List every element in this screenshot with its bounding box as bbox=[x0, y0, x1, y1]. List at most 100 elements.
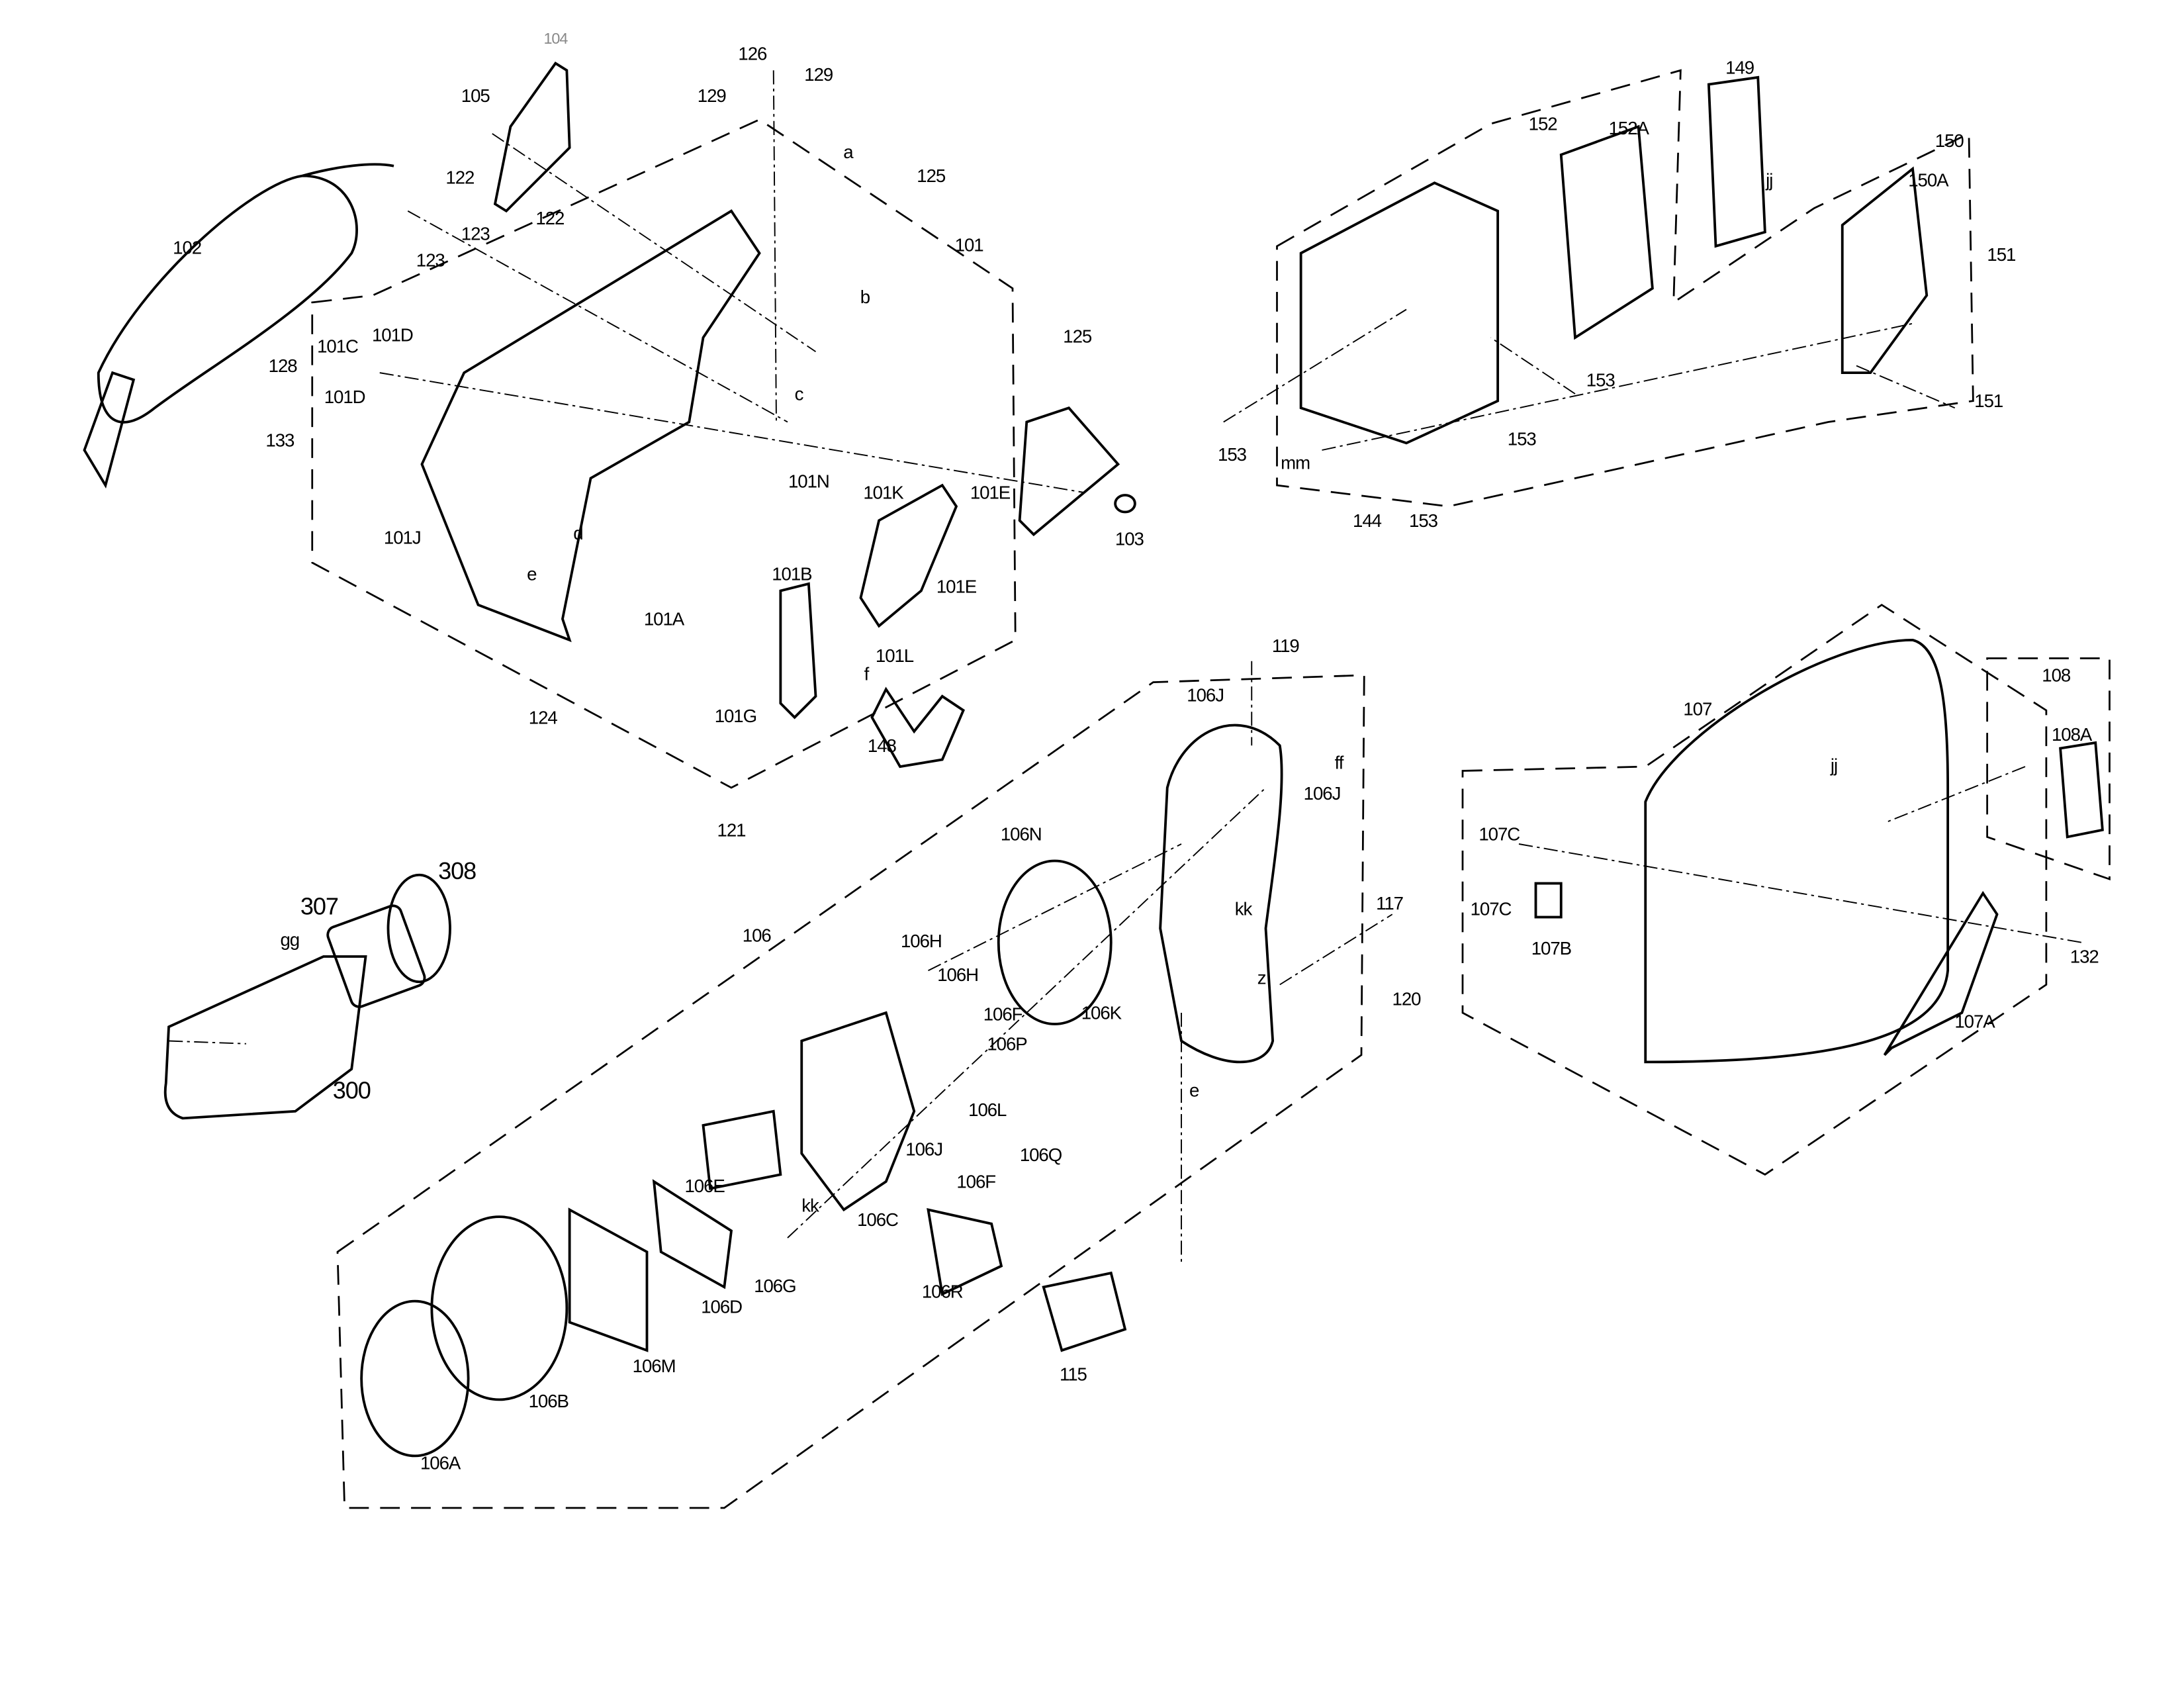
part-106m-plate bbox=[568, 1207, 649, 1352]
part-label: 106B bbox=[528, 1390, 569, 1412]
assembly-boundaries bbox=[311, 69, 2111, 1509]
part-label: b bbox=[860, 286, 870, 308]
group-152-150-boundary bbox=[1276, 69, 1974, 508]
part-label: 117 bbox=[1376, 892, 1404, 914]
part-101-chassis bbox=[420, 209, 761, 643]
part-label: 132 bbox=[2070, 946, 2099, 967]
part-label: 153 bbox=[1586, 369, 1615, 391]
part-150a-bracket bbox=[1841, 166, 1929, 375]
part-label: 153 bbox=[1409, 510, 1438, 532]
group-101-boundary bbox=[311, 118, 1017, 789]
part-label: 107 bbox=[1683, 698, 1712, 720]
part-label: 106H bbox=[900, 930, 942, 952]
part-103-washer bbox=[1114, 494, 1136, 514]
part-101k-plate bbox=[859, 483, 958, 628]
part-label: 133 bbox=[265, 430, 295, 451]
part-103-plate bbox=[1018, 406, 1120, 537]
part-label: 107C bbox=[1479, 823, 1520, 845]
part-152-frame bbox=[1299, 181, 1500, 445]
part-label: 108 bbox=[2042, 665, 2071, 686]
part-108a-button bbox=[2059, 741, 2104, 839]
part-label: e bbox=[1189, 1079, 1199, 1101]
part-label: 106L bbox=[968, 1099, 1007, 1121]
part-label: 124 bbox=[528, 706, 558, 728]
part-106r-cover bbox=[927, 1208, 1003, 1296]
part-label: 106Q bbox=[1019, 1144, 1062, 1166]
part-107-cover bbox=[1644, 638, 1950, 1064]
part-label: 107B bbox=[1531, 937, 1572, 959]
part-label: kk bbox=[801, 1195, 819, 1217]
part-label: 153 bbox=[1218, 444, 1247, 465]
part-label: 106D bbox=[701, 1296, 743, 1318]
part-label: 101A bbox=[643, 608, 684, 630]
part-label: 123 bbox=[416, 250, 445, 271]
part-107a-window bbox=[1883, 890, 1999, 1056]
part-label: 101E bbox=[936, 576, 977, 598]
part-148-clip bbox=[870, 686, 966, 769]
part-label: 122 bbox=[445, 166, 475, 188]
part-label: 106P bbox=[987, 1033, 1027, 1054]
part-label: 108A bbox=[2051, 724, 2092, 745]
part-label: 106G bbox=[754, 1275, 796, 1297]
part-label: 106C bbox=[857, 1209, 899, 1231]
part-label: 150 bbox=[1934, 130, 1964, 152]
part-label: 106F bbox=[956, 1171, 996, 1192]
part-106d-plate bbox=[652, 1179, 733, 1289]
part-label: 106J bbox=[905, 1139, 943, 1160]
part-label: 107A bbox=[1954, 1010, 1995, 1032]
part-106-front-body bbox=[1159, 724, 1283, 1064]
part-308-eyecup bbox=[387, 873, 451, 984]
part-label: 153 bbox=[1507, 428, 1537, 449]
part-label: 101G bbox=[714, 705, 757, 727]
part-label: 151 bbox=[1987, 244, 2016, 265]
part-label: 152 bbox=[1528, 113, 1558, 134]
part-label: 121 bbox=[717, 819, 747, 841]
part-label: 125 bbox=[917, 165, 946, 187]
part-label: 106M bbox=[632, 1355, 676, 1377]
part-label: 151 bbox=[1974, 390, 2003, 412]
part-label: 101K bbox=[863, 481, 903, 503]
part-label: 104 bbox=[543, 30, 568, 48]
part-label: 101N bbox=[788, 470, 830, 492]
part-label: e bbox=[527, 563, 537, 585]
part-label: 106N bbox=[1000, 823, 1042, 845]
part-label: 101L bbox=[875, 645, 914, 667]
part-label: 150A bbox=[1908, 169, 1948, 191]
part-label: a bbox=[843, 141, 853, 163]
part-label: 300 bbox=[332, 1077, 371, 1105]
part-label: 107C bbox=[1470, 898, 1512, 919]
part-label: 103 bbox=[1115, 528, 1144, 549]
part-label: 125 bbox=[1063, 325, 1092, 347]
part-label: 308 bbox=[438, 858, 477, 885]
part-115-lamp bbox=[1042, 1271, 1127, 1352]
part-106c-lens-housing bbox=[800, 1011, 916, 1212]
part-label: z bbox=[1257, 966, 1267, 988]
part-label: gg bbox=[280, 929, 300, 951]
part-label: 106K bbox=[1081, 1002, 1122, 1023]
part-106b-hood bbox=[430, 1215, 569, 1401]
part-label: 101D bbox=[324, 386, 366, 408]
part-106e-plate bbox=[702, 1109, 782, 1190]
part-label: 101 bbox=[954, 234, 984, 256]
part-label: 149 bbox=[1725, 57, 1754, 78]
part-label: 102 bbox=[173, 237, 202, 258]
part-label: 148 bbox=[867, 735, 897, 757]
leader-lines bbox=[168, 70, 2082, 1266]
part-label: c bbox=[794, 383, 804, 404]
part-label: 106 bbox=[742, 925, 772, 947]
part-label: 129 bbox=[697, 85, 727, 107]
part-101b-bracket bbox=[779, 582, 817, 720]
part-label: 115 bbox=[1059, 1364, 1087, 1385]
part-label: 101D bbox=[371, 324, 414, 346]
part-label: jj bbox=[1830, 755, 1838, 776]
part-label: 106E bbox=[684, 1175, 725, 1197]
part-label: 106F bbox=[983, 1004, 1023, 1025]
part-label: 128 bbox=[268, 355, 298, 377]
part-300-viewfinder bbox=[163, 955, 367, 1120]
part-label: 106H bbox=[937, 964, 979, 986]
part-152a-plate bbox=[1559, 124, 1654, 340]
part-label: 152A bbox=[1608, 117, 1649, 139]
part-label: kk bbox=[1234, 898, 1253, 919]
part-102-grip-strap bbox=[83, 163, 394, 489]
